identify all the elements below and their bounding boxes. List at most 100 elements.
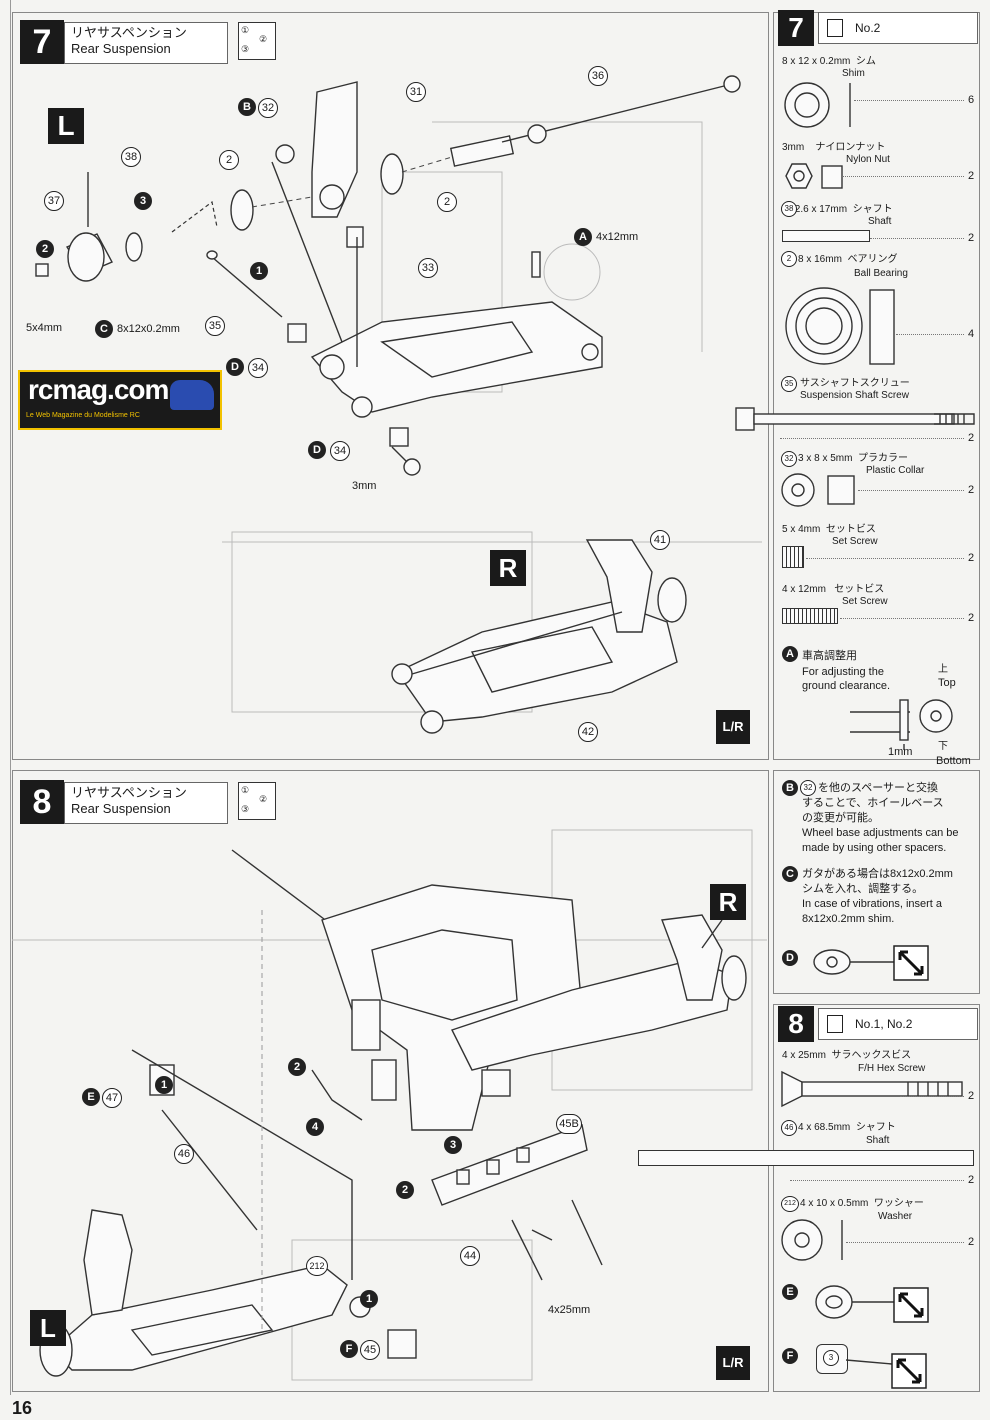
fh-hex-screw-icon <box>781 1070 963 1108</box>
p7-item7-en: Set Screw <box>832 536 878 547</box>
p7-item2-qty: 2 <box>968 170 975 182</box>
callout-2b: 2 <box>437 192 457 212</box>
noteC-label: C <box>782 866 798 882</box>
step7-title: リヤサスペンション Rear Suspension <box>64 22 228 64</box>
p7-item1-qty: 6 <box>968 94 975 106</box>
callout-33: 33 <box>418 258 438 278</box>
label-A: A <box>574 228 592 246</box>
p7-item1-en: Shim <box>842 68 865 79</box>
label-c-size: 8x12x0.2mm <box>117 323 180 335</box>
noteA-jp: 車高調整用 <box>802 650 857 662</box>
noteA-dim: 1mm <box>888 746 913 758</box>
order-1: ① <box>241 25 250 35</box>
logo-text: rcmag.com <box>28 374 169 405</box>
step8-panel <box>12 770 769 1392</box>
p7-item5-leader <box>780 438 964 439</box>
jp: サラヘックスビス <box>831 1050 912 1061</box>
label-B: B <box>238 98 256 116</box>
noteC-en1: In case of vibrations, insert a <box>802 898 943 910</box>
page-left-edge <box>10 0 11 1395</box>
step8-n2b: 2 <box>396 1181 414 1199</box>
jp: セットビス <box>825 524 876 535</box>
label-nut: 3mm <box>352 480 377 492</box>
step8-label-F: F <box>340 1340 358 1358</box>
callout-35: 35 <box>205 316 225 336</box>
jp: ナイロンナット <box>815 142 886 153</box>
noteF-ref: 3 <box>823 1350 839 1366</box>
noteF-arrow-icon <box>846 1353 927 1389</box>
p8-item1-en: F/H Hex Screw <box>858 1063 926 1074</box>
p7-item6-qty: 2 <box>968 484 975 496</box>
shaft-icon <box>782 230 870 242</box>
noteA-bottom-en: Bottom <box>936 755 971 767</box>
step7-panel <box>12 12 769 760</box>
noteC-jp2: シムを入れ、調整する。 <box>802 883 924 895</box>
p7-item2-en: Nylon Nut <box>846 154 890 165</box>
callout-2a: 2 <box>219 150 239 170</box>
step-3-marker: 3 <box>134 192 152 210</box>
jp: シム <box>855 56 876 67</box>
nylon-nut-icon <box>785 163 843 189</box>
step8-title-jp: リヤサスペンション <box>71 785 187 800</box>
p7-item5-en: Suspension Shaft Screw <box>800 390 909 401</box>
step7-lr-badge: L/R <box>716 710 750 744</box>
p8-item2-en: Shaft <box>866 1135 890 1146</box>
spec: 4 x 12mm <box>782 584 826 595</box>
label-set-screw: 5x4mm <box>26 322 63 334</box>
noteA-en1: For adjusting the <box>802 666 884 678</box>
spec: 5 x 4mm <box>782 524 821 535</box>
jp: プラカラー <box>858 453 909 464</box>
spec: 4 x 68.5mm <box>798 1122 851 1133</box>
p8-item1-leader <box>900 1096 964 1097</box>
callout-44: 44 <box>460 1246 480 1266</box>
p7-item5-qty: 2 <box>968 432 975 444</box>
suspension-arm-33 <box>310 251 603 418</box>
p8-item1-qty: 2 <box>968 1090 975 1102</box>
p7-item4-leader <box>896 334 964 335</box>
p7-item6-spec: 3 x 8 x 5mm プラカラー <box>798 453 908 465</box>
label-D1: D <box>226 358 244 376</box>
step8-title: リヤサスペンション Rear Suspension <box>64 782 228 824</box>
step-2-marker: 2 <box>36 240 54 258</box>
callout-45: 45 <box>360 1340 380 1360</box>
bag-icon <box>827 19 843 37</box>
noteB-ref: 32 <box>800 780 816 796</box>
set-screw-4x12-icon <box>782 608 838 624</box>
callout-36: 36 <box>588 66 608 86</box>
order-3: ③ <box>241 44 250 54</box>
parts8-panel <box>773 1004 980 1392</box>
p7-item7-leader <box>806 558 964 559</box>
p7-item5-jp: サスシャフトスクリュー <box>800 378 910 389</box>
step8-number: 8 <box>20 780 64 824</box>
step8-lr-badge: L/R <box>716 1346 750 1380</box>
noteA-bottom-jp: 下 <box>938 741 948 752</box>
noteB-jp3: の変更が可能。 <box>802 812 879 824</box>
p7-item3-leader <box>870 238 964 239</box>
label-D2: D <box>308 441 326 459</box>
p7-item3-qty: 2 <box>968 232 975 244</box>
shim-icon <box>784 82 851 128</box>
order-1: ① <box>241 785 250 795</box>
callout-34a: 34 <box>248 358 268 378</box>
step8-n1b: 1 <box>360 1290 378 1308</box>
parts7-number: 7 <box>778 10 814 46</box>
noteA-top-en: Top <box>938 677 956 689</box>
step7-order-icon: ① ② ③ <box>238 22 276 60</box>
p8-item2-ref: 46 <box>781 1120 797 1136</box>
spec: 2.6 x 17mm <box>794 204 848 215</box>
suspension-arm-42-r <box>391 539 687 734</box>
noteA-en2: ground clearance. <box>802 680 891 692</box>
callout-34b: 34 <box>330 441 350 461</box>
step8-order-icon: ① ② ③ <box>238 782 276 820</box>
order-2: ② <box>259 794 268 804</box>
p7-item8-spec: 4 x 12mm セットビス <box>782 584 884 596</box>
step7-exploded-diagram <box>35 75 762 734</box>
noteB-jp1: を他のスペーサーと交換 <box>818 782 939 794</box>
p8-item3-spec: 4 x 10 x 0.5mm ワッシャー <box>800 1198 924 1210</box>
noteF-block-icon <box>816 1344 848 1374</box>
set-screw-5x4-icon <box>782 546 804 568</box>
p7-item4-ref: 2 <box>781 251 797 267</box>
shaft-46-icon <box>638 1150 974 1166</box>
p7-item8-qty: 2 <box>968 612 975 624</box>
callout-38: 38 <box>121 147 141 167</box>
